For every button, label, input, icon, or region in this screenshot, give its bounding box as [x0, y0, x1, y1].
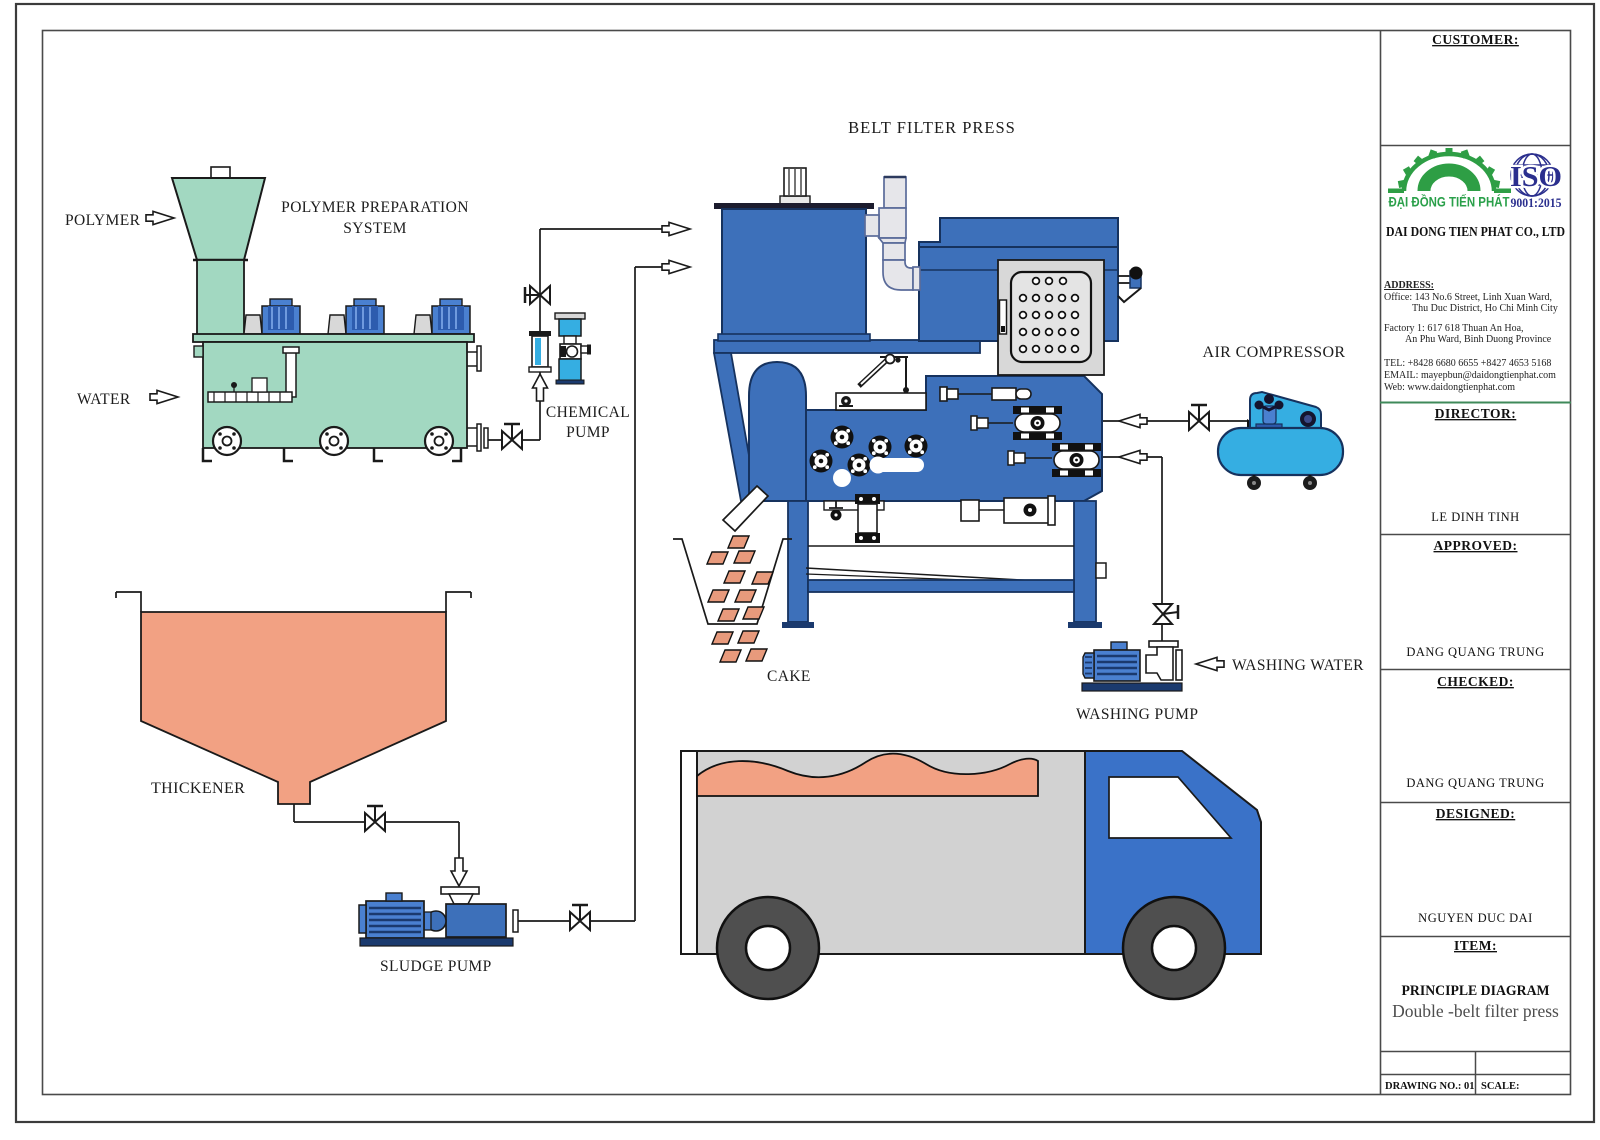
svg-text:ĐẠI ĐỒNG TIẾN PHÁT: ĐẠI ĐỒNG TIẾN PHÁT: [1389, 193, 1510, 210]
svg-text:DAI DONG TIEN PHAT CO., LTD: DAI DONG TIEN PHAT CO., LTD: [1386, 225, 1565, 240]
svg-text:POLYMER PREPARATION: POLYMER PREPARATION: [281, 199, 469, 216]
svg-text:PRINCIPLE DIAGRAM: PRINCIPLE DIAGRAM: [1402, 983, 1550, 999]
svg-text:CHEMICAL: CHEMICAL: [546, 404, 630, 421]
svg-text:ADDRESS:: ADDRESS:: [1384, 280, 1434, 291]
svg-text:SLUDGE PUMP: SLUDGE PUMP: [380, 958, 492, 975]
svg-text:WASHING PUMP: WASHING PUMP: [1076, 706, 1198, 723]
svg-text:POLYMER: POLYMER: [65, 212, 141, 229]
svg-text:SYSTEM: SYSTEM: [343, 220, 407, 237]
svg-text:THICKENER: THICKENER: [151, 780, 245, 797]
svg-text:EMAIL: mayepbun@daidongtienpha: EMAIL: mayepbun@daidongtienphat.com: [1384, 370, 1556, 381]
svg-text:ITEM:: ITEM:: [1454, 938, 1497, 953]
svg-text:CHECKED:: CHECKED:: [1437, 674, 1514, 689]
svg-text:WATER: WATER: [77, 391, 131, 408]
svg-text:DESIGNED:: DESIGNED:: [1436, 806, 1516, 821]
svg-text:CAKE: CAKE: [767, 668, 811, 685]
svg-text:DANG QUANG TRUNG: DANG QUANG TRUNG: [1406, 645, 1544, 659]
svg-text:An Phu Ward, Binh Duong Provin: An Phu Ward, Binh Duong Province: [1405, 334, 1552, 345]
svg-text:APPROVED:: APPROVED:: [1434, 538, 1518, 553]
svg-text:WASHING WATER: WASHING WATER: [1232, 657, 1364, 674]
svg-text:Web: www.daidongtienphat.com: Web: www.daidongtienphat.com: [1384, 382, 1515, 393]
svg-text:BELT FILTER PRESS: BELT FILTER PRESS: [848, 118, 1016, 137]
svg-text:DANG QUANG TRUNG: DANG QUANG TRUNG: [1406, 776, 1544, 790]
svg-text:SCALE:: SCALE:: [1481, 1081, 1520, 1092]
svg-text:DRAWING NO.: 01: DRAWING NO.: 01: [1385, 1081, 1475, 1092]
svg-text:TEL: +8428 6680 6655 +8427 46: TEL: +8428 6680 6655 +8427 4653 5168: [1384, 358, 1551, 369]
svg-text:NGUYEN DUC DAI: NGUYEN DUC DAI: [1418, 911, 1533, 925]
svg-text:Double -belt filter press: Double -belt filter press: [1392, 1001, 1559, 1021]
svg-text:DIRECTOR:: DIRECTOR:: [1435, 406, 1517, 421]
svg-text:PUMP: PUMP: [566, 424, 610, 441]
svg-text:9001:2015: 9001:2015: [1511, 196, 1562, 210]
svg-text:AIR COMPRESSOR: AIR COMPRESSOR: [1203, 344, 1346, 361]
svg-text:LE DINH TINH: LE DINH TINH: [1431, 510, 1519, 524]
svg-text:Office: 143 No.6 Street, Linh: Office: 143 No.6 Street, Linh Xuan Ward,: [1384, 292, 1552, 303]
svg-text:CUSTOMER:: CUSTOMER:: [1432, 32, 1519, 47]
svg-text:Thu Duc District, Ho Chi Minh: Thu Duc District, Ho Chi Minh City: [1412, 303, 1558, 314]
svg-text:Factory 1: 617 618 Thuan An Ho: Factory 1: 617 618 Thuan An Hoa,: [1384, 323, 1524, 334]
svg-text:ISO: ISO: [1510, 162, 1562, 193]
